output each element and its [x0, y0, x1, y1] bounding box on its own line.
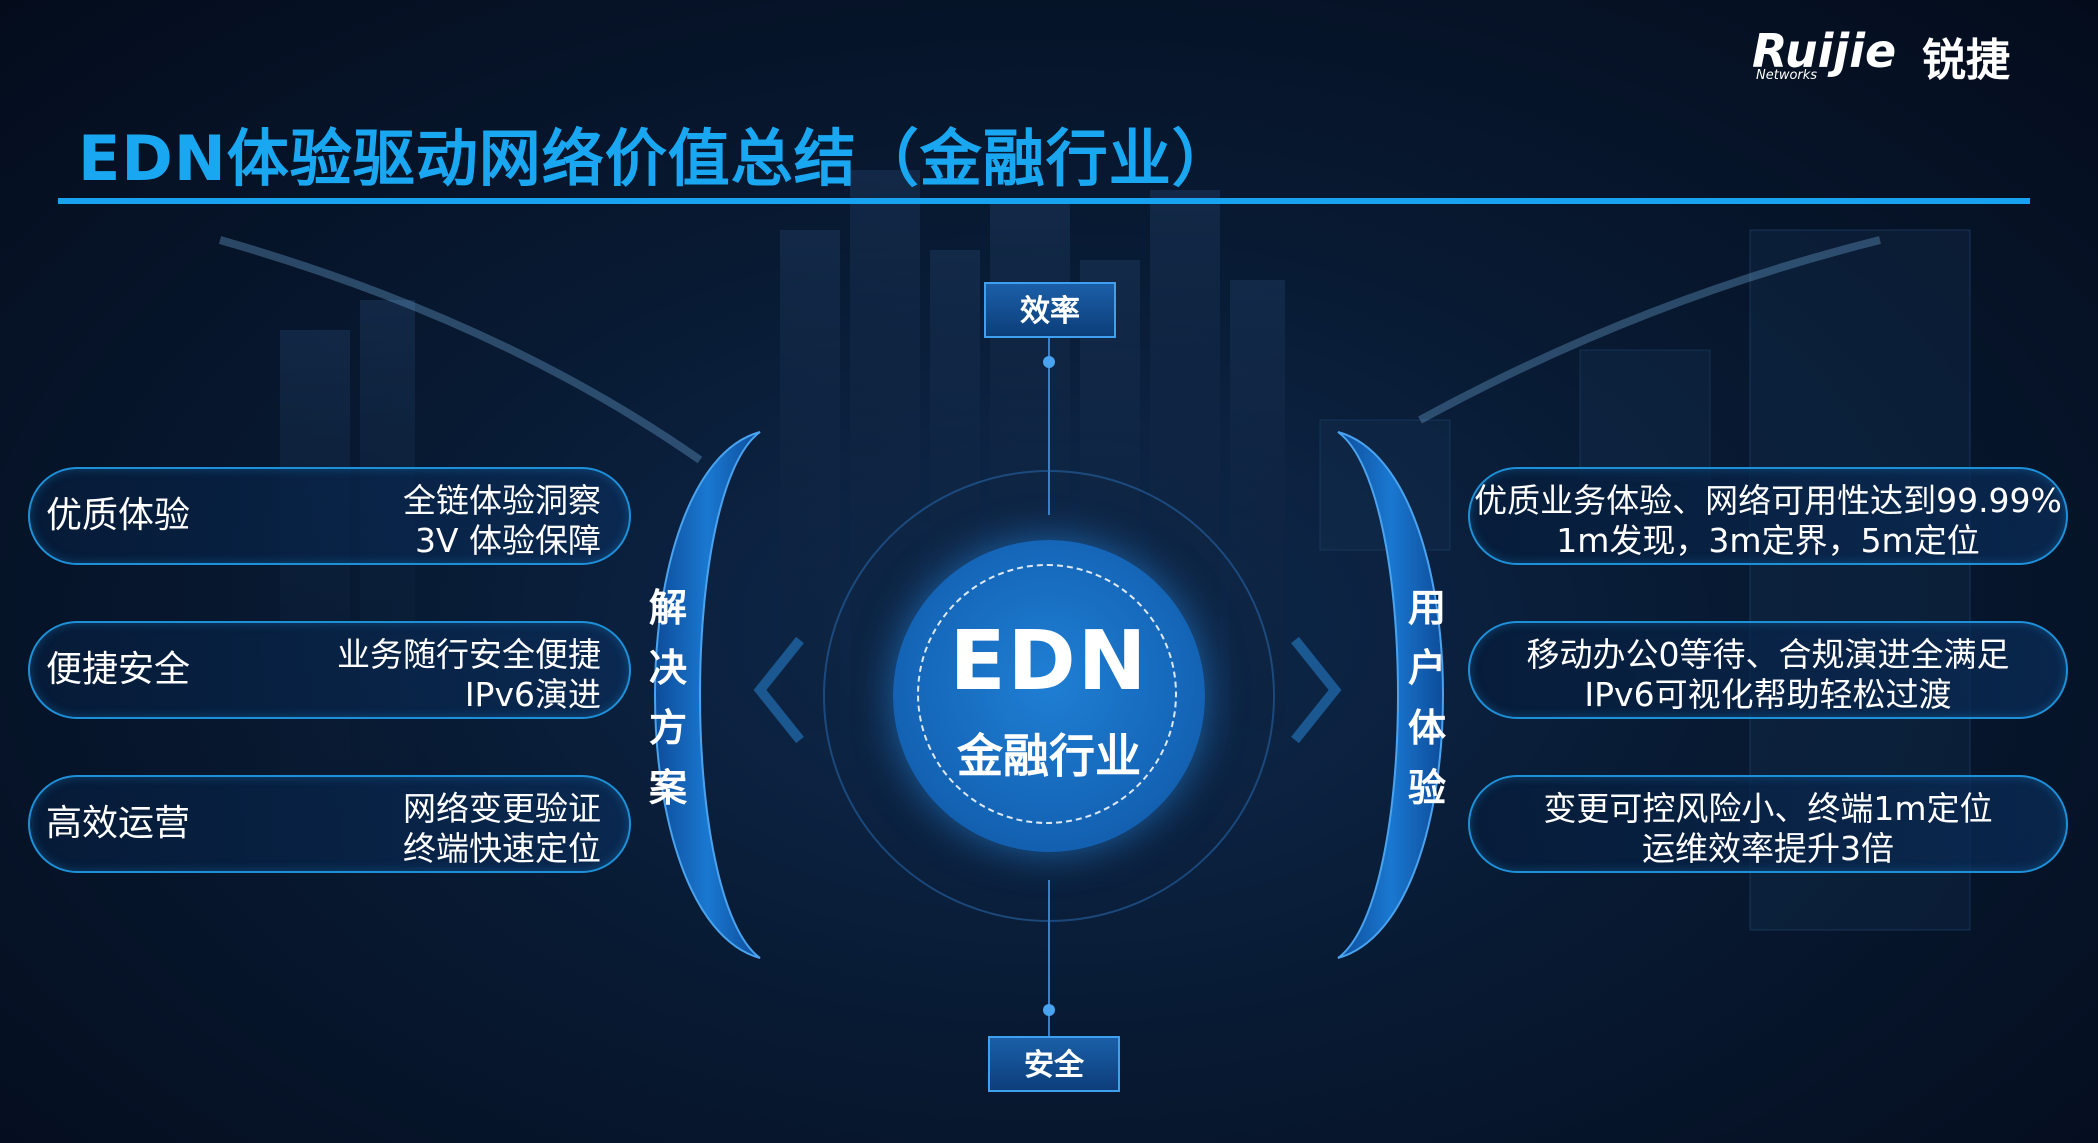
- left-item-desc: 网络变更验证 终端快速定位: [403, 789, 601, 869]
- right-arc-char: 体: [1407, 706, 1446, 750]
- right-item-quality: 优质业务体验、网络可用性达到99.99% 1m发现，3m定界，5m定位: [1468, 467, 2068, 565]
- desc-line: 运维效率提升3倍: [1642, 829, 1894, 868]
- tag-security: 安全: [988, 1036, 1120, 1092]
- right-item-desc: 移动办公0等待、合规演进全满足 IPv6可视化帮助轻松过渡: [1470, 635, 2066, 715]
- desc-line: IPv6可视化帮助轻松过渡: [1584, 675, 1952, 714]
- logo-cn: 锐捷: [1922, 35, 2010, 86]
- title-underline: [58, 198, 2030, 204]
- desc-line: 3V 体验保障: [414, 521, 601, 560]
- right-arc-label: 用 户 体 验: [1402, 578, 1452, 818]
- core-subtitle: 金融行业: [957, 729, 1141, 783]
- desc-line: 优质业务体验、网络可用性达到99.99%: [1474, 481, 2062, 520]
- desc-line: 终端快速定位: [403, 829, 601, 868]
- desc-line: 变更可控风险小、终端1m定位: [1543, 789, 1993, 828]
- right-arc-char: 验: [1407, 766, 1446, 810]
- logo-sub: Networks: [1756, 68, 1818, 83]
- tag-efficiency: 效率: [984, 282, 1116, 338]
- left-arc-char: 解: [648, 586, 687, 630]
- desc-line: 业务随行安全便捷: [337, 635, 601, 674]
- right-arc-char: 用: [1407, 586, 1446, 630]
- left-arc-char: 方: [648, 706, 687, 750]
- left-item-label: 便捷安全: [46, 649, 191, 690]
- logo-brand: Ruijie: [1752, 24, 1897, 78]
- left-item-secure: 便捷安全 业务随行安全便捷 IPv6演进: [28, 621, 631, 719]
- desc-line: IPv6演进: [464, 675, 601, 714]
- page-title: EDN体验驱动网络价值总结（金融行业）: [78, 122, 1235, 195]
- core-title: EDN: [949, 614, 1149, 709]
- left-arc-char: 决: [648, 646, 687, 690]
- left-item-quality: 优质体验 全链体验洞察 3V 体验保障: [28, 467, 631, 565]
- edn-core-circle: EDN 金融行业: [893, 540, 1205, 852]
- left-item-label: 优质体验: [46, 495, 191, 536]
- right-item-desc: 变更可控风险小、终端1m定位 运维效率提升3倍: [1470, 789, 2066, 869]
- left-item-ops: 高效运营 网络变更验证 终端快速定位: [28, 775, 631, 873]
- desc-line: 移动办公0等待、合规演进全满足: [1526, 635, 2010, 674]
- desc-line: 全链体验洞察: [403, 481, 601, 520]
- right-item-desc: 优质业务体验、网络可用性达到99.99% 1m发现，3m定界，5m定位: [1470, 481, 2066, 561]
- left-arc-label: 解 决 方 案: [643, 578, 693, 818]
- ruijie-logo: Ruijie Networks 锐捷: [1752, 24, 2032, 86]
- left-item-label: 高效运营: [46, 803, 191, 844]
- right-item-ops: 变更可控风险小、终端1m定位 运维效率提升3倍: [1468, 775, 2068, 873]
- left-item-desc: 全链体验洞察 3V 体验保障: [403, 481, 601, 561]
- left-arc-char: 案: [648, 766, 687, 810]
- core-dashed-ring: [917, 564, 1177, 824]
- right-arc-char: 户: [1407, 646, 1446, 690]
- desc-line: 网络变更验证: [403, 789, 601, 828]
- left-item-desc: 业务随行安全便捷 IPv6演进: [337, 635, 601, 715]
- right-item-secure: 移动办公0等待、合规演进全满足 IPv6可视化帮助轻松过渡: [1468, 621, 2068, 719]
- desc-line: 1m发现，3m定界，5m定位: [1556, 521, 1980, 560]
